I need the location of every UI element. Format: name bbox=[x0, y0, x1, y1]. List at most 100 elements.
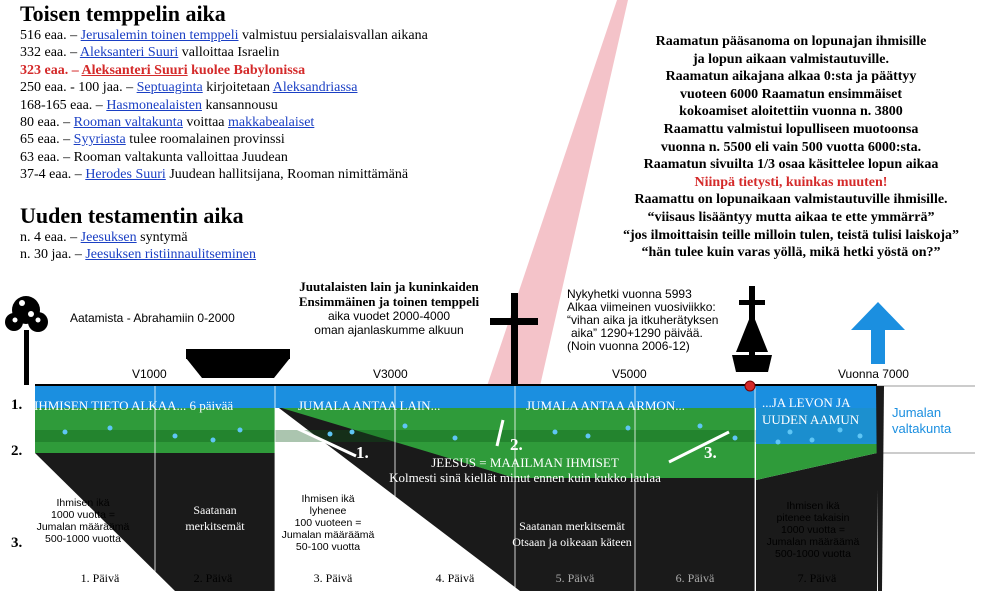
quote-line: Raamatun sivuilta 1/3 osaa käsittelee lo… bbox=[592, 156, 988, 174]
blue-band bbox=[35, 386, 877, 408]
peter-label: Kolmesti sinä kiellät minut ennen kuin k… bbox=[389, 470, 661, 485]
event-text: kirjoitetaan bbox=[202, 80, 273, 96]
event-link[interactable]: Hasmonealaisten bbox=[106, 97, 202, 113]
quote-line: “hän tulee kuin varas yöllä, mikä hetki … bbox=[592, 244, 988, 262]
band1-text-c: JUMALA ANTAA ARMON... bbox=[526, 398, 685, 413]
event-text: n. 30 jaa. – bbox=[20, 247, 86, 263]
up-arrow-icon bbox=[851, 302, 905, 364]
v7000-label: Vuonna 7000 bbox=[838, 367, 909, 381]
quote-text: Raamattu valmistui lopulliseen muotoonsa bbox=[663, 122, 919, 137]
event-text: voittaa bbox=[182, 115, 229, 130]
event-link[interactable]: Septuaginta bbox=[136, 80, 203, 96]
law-kings-title-2: Ensimmäinen ja toinen temppeli bbox=[298, 294, 480, 309]
age3-line4: Jumalan määräämä bbox=[766, 536, 860, 548]
event-text: 323 eaa. – bbox=[20, 62, 82, 78]
age-block-1: Ihmisen ikä 1000 vuotta = Jumalan määrää… bbox=[33, 497, 133, 545]
satan1-b: merkitsemät bbox=[185, 519, 245, 533]
event-row: n. 4 eaa. – Jeesuksen syntymä bbox=[20, 229, 188, 246]
age-block-2: Ihmisen ikä lyhenee 100 vuoteen = Jumala… bbox=[278, 493, 378, 553]
row-label-3: 3. bbox=[11, 535, 23, 551]
event-text: valmistuu persialaisvallan aikana bbox=[238, 28, 428, 43]
event-text: Juudean hallitsijana, Rooman nimittämänä bbox=[165, 167, 409, 183]
event-markers bbox=[291, 419, 730, 464]
satan1-a: Saatanan bbox=[193, 503, 236, 517]
event-link[interactable]: makkabealaiset bbox=[228, 115, 315, 130]
quote-text: “hän tulee kuin varas yöllä, mikä hetki … bbox=[641, 245, 941, 261]
day-1: 1. Päivä bbox=[81, 571, 120, 585]
event-link[interactable]: Jerusalemin toinen temppeli bbox=[80, 28, 239, 43]
row-label-1: 1. bbox=[11, 397, 23, 413]
marker-3: 3. bbox=[704, 443, 717, 462]
v1000-label: V1000 bbox=[132, 367, 167, 381]
new-testament-title: Uuden testamentin aika bbox=[20, 203, 244, 228]
now-line-5: (Noin vuonna 2006-12) bbox=[567, 339, 690, 353]
event-row: 332 eaa. – Aleksanteri Suuri valloittaa … bbox=[20, 44, 279, 61]
age2-line4: Jumalan määräämä bbox=[281, 529, 375, 541]
quote-highlight: Niinpä tietysti, kuinkas muuten! bbox=[694, 174, 888, 190]
kingdom-label-2: valtakunta bbox=[892, 421, 952, 436]
quote-line: vuonna n. 5500 eli vain 500 vuotta 6000:… bbox=[592, 139, 988, 157]
second-temple-title: Toisen temppelin aika bbox=[20, 1, 226, 26]
quote-text: kokoamiset aloitettiin vuonna n. 3800 bbox=[679, 104, 903, 120]
event-link[interactable]: Jeesuksen ristiinnaulitseminen bbox=[85, 247, 257, 263]
age-block-3: Ihmisen ikä pitenee takaisin 1000 vuotta… bbox=[760, 500, 866, 560]
age1-line1: Ihmisen ikä bbox=[56, 497, 110, 509]
event-row: 65 eaa. – Syyriasta tulee roomalainen pr… bbox=[20, 131, 285, 148]
event-text: kuolee Babylonissa bbox=[187, 62, 306, 78]
event-link[interactable]: Jeesuksen bbox=[80, 230, 137, 245]
law-kings-note: oman ajanlaskumme alkuun bbox=[314, 323, 464, 337]
age2-line1: Ihmisen ikä bbox=[301, 493, 355, 505]
event-text: syntymä bbox=[136, 230, 188, 245]
quote-line: vuoteen 6000 Raamatun ensimmäiset bbox=[592, 86, 988, 104]
row-guides bbox=[877, 385, 975, 454]
event-link[interactable]: Herodes Suuri bbox=[85, 167, 166, 183]
quote-line: Raamattu on lopunaikaan valmistautuville… bbox=[592, 191, 988, 209]
band1-text-d2: UUDEN AAMUN bbox=[762, 412, 860, 427]
day-7: 7. Päivä bbox=[798, 571, 837, 585]
event-row: 168-165 eaa. – Hasmonealaisten kansannou… bbox=[20, 97, 278, 114]
quote-text: “viisaus lisääntyy mutta aikaa te ette y… bbox=[647, 210, 935, 225]
cross-icon bbox=[490, 293, 538, 385]
age1-line4: 500-1000 vuotta bbox=[45, 533, 121, 545]
quote-text: ja lopun aikaan valmistautuville. bbox=[692, 51, 890, 67]
event-row: 516 eaa. – Jerusalemin toinen temppeli v… bbox=[20, 27, 428, 44]
quote-line: Niinpä tietysti, kuinkas muuten! bbox=[592, 174, 988, 192]
quote-line: “viisaus lisääntyy mutta aikaa te ette y… bbox=[592, 209, 988, 227]
quote-text: Raamatun pääsanoma on lopunajan ihmisill… bbox=[655, 34, 927, 49]
event-row: n. 30 jaa. – Jeesuksen ristiinnaulitsemi… bbox=[20, 246, 256, 263]
now-line-1: Nykyhetki vuonna 5993 bbox=[567, 287, 692, 301]
event-link[interactable]: Aleksanteri Suuri bbox=[81, 62, 188, 78]
event-text: 37-4 eaa. – bbox=[20, 167, 86, 183]
event-text: 80 eaa. – bbox=[20, 115, 74, 130]
now-dot bbox=[744, 380, 756, 392]
age3-line5: 500-1000 vuotta bbox=[775, 548, 851, 560]
event-text: 65 eaa. – bbox=[20, 132, 74, 148]
event-text: 63 eaa. – Rooman valtakunta valloittaa J… bbox=[20, 149, 288, 165]
event-link[interactable]: Aleksanteri Suuri bbox=[79, 45, 179, 61]
now-line-4: aika” 1290+1290 päivää. bbox=[571, 326, 703, 340]
event-row: 323 eaa. – Aleksanteri Suuri kuolee Baby… bbox=[20, 62, 305, 79]
age3-line2: pitenee takaisin bbox=[776, 512, 850, 524]
event-link[interactable]: Syyriasta bbox=[73, 132, 126, 148]
ark-icon bbox=[186, 349, 290, 378]
age2-line5: 50-100 vuotta bbox=[295, 541, 361, 553]
marker-1: 1. bbox=[356, 443, 369, 462]
quote-line: Raamatun aikajana alkaa 0:sta ja päättyy bbox=[592, 68, 988, 86]
event-text: 250 eaa. - 100 jaa. – bbox=[20, 80, 137, 96]
v3000-label: V3000 bbox=[373, 367, 408, 381]
age2-line2: lyhenee bbox=[309, 505, 347, 517]
day-4: 4. Päivä bbox=[436, 571, 475, 585]
quote-text: vuonna n. 5500 eli vain 500 vuotta 6000:… bbox=[660, 139, 922, 155]
event-row: 80 eaa. – Rooman valtakunta voittaa makk… bbox=[20, 114, 314, 131]
age3-line1: Ihmisen ikä bbox=[786, 500, 840, 512]
law-kings-years: aika vuodet 2000-4000 bbox=[327, 309, 451, 323]
law-kings-title-1: Juutalaisten lain ja kuninkaiden bbox=[299, 279, 479, 294]
satan2-b: Otsaan ja oikeaan käteen bbox=[512, 535, 632, 549]
age3-line3: 1000 vuotta = bbox=[781, 524, 845, 536]
event-link[interactable]: Aleksandriassa bbox=[272, 80, 358, 96]
light-beam bbox=[487, 0, 628, 386]
day-3: 3. Päivä bbox=[314, 571, 353, 585]
kingdom-blue-block bbox=[756, 386, 877, 444]
event-text: kansannousu bbox=[201, 97, 278, 113]
event-link[interactable]: Rooman valtakunta bbox=[73, 115, 183, 130]
